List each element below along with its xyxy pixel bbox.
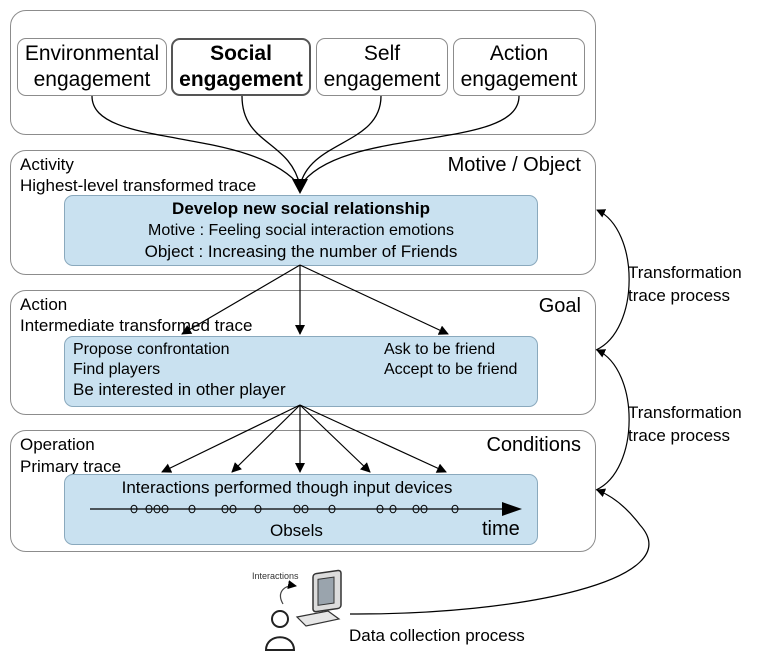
obsel <box>130 504 138 514</box>
environmental-engagement-box: Environmental engagement <box>17 38 167 96</box>
self-engagement-line2: engagement <box>323 68 441 91</box>
arrow-action-to-op-4 <box>299 404 371 473</box>
obsel <box>188 504 196 514</box>
social-engagement-box: Social engagement <box>171 38 311 96</box>
action-item-accept: Accept to be friend <box>384 361 518 378</box>
curve-self <box>299 95 382 187</box>
action-engagement-line1: Action <box>489 42 549 65</box>
self-engagement-box: Self engagement <box>316 38 448 96</box>
activity-box <box>64 195 538 266</box>
transformation-arc-lower <box>595 349 630 491</box>
obsel <box>412 504 420 514</box>
obsel <box>254 504 262 514</box>
curve-environmental <box>91 95 301 187</box>
person-head <box>271 610 289 628</box>
data-collection-label: Data collection process <box>349 626 525 645</box>
engagement-curves <box>91 95 520 187</box>
operation-corner-label: Conditions <box>486 434 581 456</box>
interactions-icon-label: Interactions <box>252 571 299 581</box>
operation-label: Operation <box>20 435 95 454</box>
action-engagement-box: Action engagement <box>453 38 585 96</box>
activity-corner-label: Motive / Object <box>447 154 581 176</box>
action-label: Action <box>20 295 68 314</box>
obsel <box>161 504 169 514</box>
obsel <box>420 504 428 514</box>
curve-social <box>241 95 301 187</box>
obsel <box>328 504 336 514</box>
action-sublabel: Intermediate transformed trace <box>20 316 253 335</box>
obsel <box>153 504 161 514</box>
obsel <box>451 504 459 514</box>
arrow-action-to-op-1 <box>161 404 301 473</box>
arrow-activity-to-ask <box>299 264 449 335</box>
environmental-engagement-line1: Environmental <box>24 42 160 65</box>
time-label: time <box>482 518 520 540</box>
obsel <box>389 504 397 514</box>
person-body <box>264 636 296 651</box>
action-item-propose: Propose confrontation <box>73 341 230 358</box>
activity-motive: Motive : Feeling social interaction emot… <box>148 222 454 239</box>
time-axis-arrowhead <box>502 502 522 516</box>
obsel-markers <box>130 504 459 514</box>
obsel <box>301 504 309 514</box>
activity-title: Develop new social relationship <box>172 199 430 218</box>
arrow-action-to-op-2 <box>231 404 301 473</box>
obsel <box>293 504 301 514</box>
operation-sublabel: Primary trace <box>20 457 122 476</box>
action-item-interested: Be interested in other player <box>73 380 286 399</box>
transformation-arc-upper <box>595 209 630 351</box>
environmental-engagement-line2: engagement <box>33 68 151 91</box>
transformation-label-2-line1: Transformation <box>628 403 742 422</box>
operation-title: Interactions performed though input devi… <box>121 478 453 497</box>
action-box <box>64 336 538 407</box>
obsel <box>145 504 153 514</box>
interaction-loop-icon <box>279 580 297 605</box>
obsel <box>229 504 237 514</box>
activity-object: Object : Increasing the number of Friend… <box>144 242 458 261</box>
activity-arrowhead <box>292 179 308 194</box>
action-item-ask: Ask to be friend <box>384 341 496 358</box>
transformation-label-1-line2: trace process <box>628 286 731 305</box>
monitor-screen <box>317 576 335 606</box>
data-collection-arc <box>349 488 650 615</box>
obsel <box>221 504 229 514</box>
social-engagement-line2: engagement <box>179 68 303 91</box>
activity-label: Activity <box>20 155 74 174</box>
activity-sublabel: Highest-level transformed trace <box>20 176 257 195</box>
arrow-action-to-op-5 <box>299 404 447 473</box>
action-corner-label: Goal <box>538 295 581 317</box>
transformation-label-1-line1: Transformation <box>628 263 742 282</box>
action-engagement-line2: engagement <box>460 68 578 91</box>
arrow-activity-to-propose <box>181 264 301 335</box>
social-engagement-line1: Social <box>210 42 272 65</box>
obsel <box>376 504 384 514</box>
keyboard-icon <box>295 610 341 627</box>
curve-action <box>299 95 520 187</box>
transformation-label-2-line2: trace process <box>628 426 731 445</box>
user-computer-icon <box>264 569 342 651</box>
obsels-label: Obsels <box>270 521 323 540</box>
action-item-find: Find players <box>73 361 161 378</box>
self-engagement-line1: Self <box>363 42 401 65</box>
